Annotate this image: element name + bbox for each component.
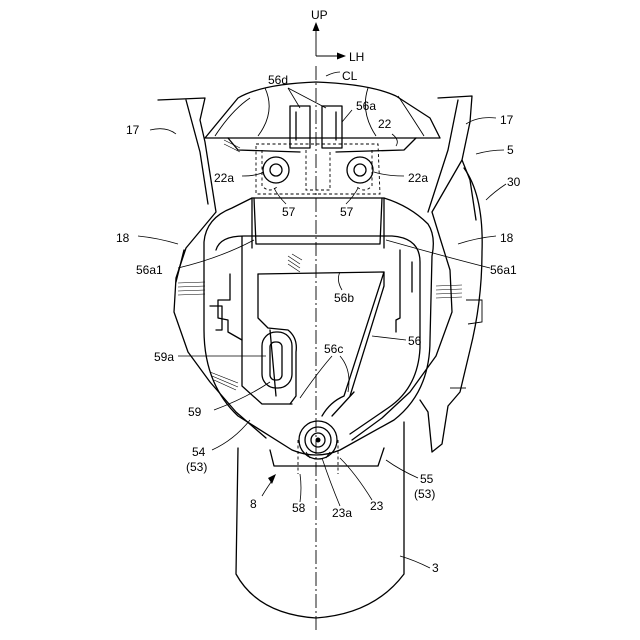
side-cover-30 [420, 168, 482, 452]
label-54-sub: (53) [186, 460, 207, 474]
label-59a: 59a [154, 350, 174, 364]
reinforcement-plate-56b [258, 272, 384, 416]
label-57-right: 57 [340, 205, 354, 219]
label-30: 30 [507, 175, 521, 189]
label-17-left: 17 [126, 123, 140, 137]
label-56: 56 [408, 334, 422, 348]
label-up: UP [311, 8, 328, 22]
label-cl: CL [342, 69, 358, 83]
label-56c: 56c [324, 342, 343, 356]
bracket-56 [204, 198, 433, 455]
label-56a1-right: 56a1 [490, 263, 517, 277]
label-56d: 56d [268, 73, 288, 87]
label-5: 5 [507, 143, 514, 157]
label-17-right: 17 [500, 113, 514, 127]
label-55: 55 [420, 472, 434, 486]
label-22a-right: 22a [408, 171, 428, 185]
label-18-left: 18 [116, 231, 130, 245]
label-56b: 56b [334, 291, 354, 305]
label-18-right: 18 [500, 231, 514, 245]
label-3: 3 [432, 561, 439, 575]
label-22: 22 [378, 117, 392, 131]
label-58: 58 [292, 501, 306, 515]
bolt-22a-right [347, 157, 373, 183]
label-54: 54 [192, 445, 206, 459]
direction-indicator [313, 22, 347, 60]
label-23: 23 [370, 499, 384, 513]
label-56a1-left: 56a1 [136, 263, 163, 277]
label-22a-left: 22a [214, 171, 234, 185]
label-23a: 23a [332, 506, 352, 520]
left-frame-17-18 [158, 98, 266, 438]
label-lh: LH [349, 50, 364, 64]
label-59: 59 [188, 405, 202, 419]
bolt-22a-left [263, 157, 289, 183]
label-8: 8 [250, 497, 257, 511]
label-55-sub: (53) [414, 487, 435, 501]
reference-labels: UP LH CL 17 17 5 30 18 18 56d 56a 22 22a… [116, 8, 521, 575]
label-56a: 56a [356, 99, 376, 113]
front-plate-3 [236, 422, 404, 618]
label-57-left: 57 [282, 205, 296, 219]
slot-59 [262, 332, 292, 388]
